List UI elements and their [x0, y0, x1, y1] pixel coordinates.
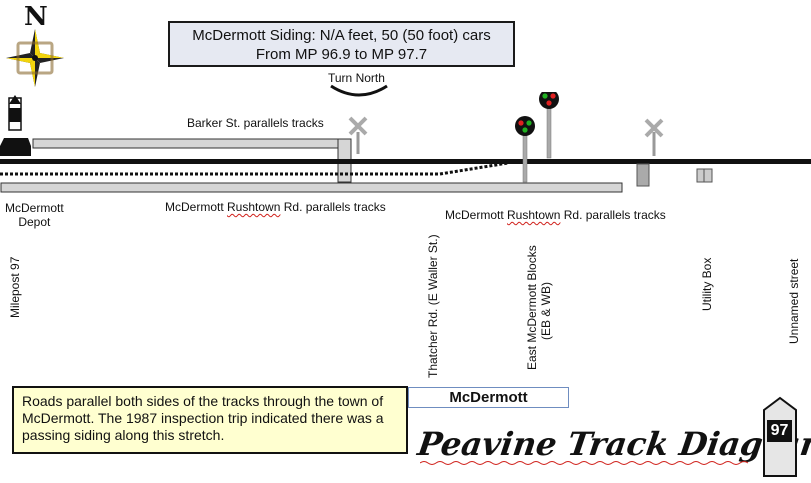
east-blocks-label: East McDermott Blocks (EB & WB)	[525, 245, 553, 370]
depot-building-icon	[0, 138, 31, 156]
turn-north-arc-icon	[330, 84, 388, 97]
utility-box-label: Utility Box	[700, 257, 714, 311]
rushtown-right-label: McDermott Rushtown Rd. parallels tracks	[445, 208, 666, 222]
crossing-sign-icon	[644, 118, 664, 156]
signal-icon	[515, 116, 535, 183]
utility-post	[636, 163, 650, 187]
compass-rose-icon	[6, 29, 64, 87]
main-track	[0, 159, 811, 164]
milepost-97-label: Milepost 97	[8, 256, 22, 318]
barker-st-label: Barker St. parallels tracks	[187, 116, 324, 130]
siding-title-box: McDermott Siding: N/A feet, 50 (50 foot)…	[168, 21, 515, 67]
compass-north-letter: N	[24, 2, 48, 32]
barker-st-road	[32, 138, 352, 149]
milepost-marker-number: 97	[767, 420, 792, 442]
rushtown-rd-road	[0, 182, 623, 193]
turn-north-label: Turn North	[328, 71, 385, 85]
town-name-box: McDermott	[408, 387, 569, 408]
crossing-sign-icon	[348, 116, 368, 154]
thatcher-rd-label: Thatcher Rd. (E Waller St.)	[426, 234, 440, 378]
siding-title-line1: McDermott Siding: N/A feet, 50 (50 foot)…	[192, 27, 491, 44]
brand-underline	[420, 461, 749, 465]
signal-icon	[539, 92, 559, 159]
unnamed-street-label: Unnamed street	[787, 258, 801, 344]
peavine-brand-title: Peavine Track Diagram	[415, 425, 811, 463]
depot-label: McDermott Depot	[5, 201, 64, 229]
history-note: Roads parallel both sides of the tracks …	[12, 386, 408, 454]
rushtown-left-label: McDermott Rushtown Rd. parallels tracks	[165, 200, 386, 214]
siding-title-line2: From MP 96.9 to MP 97.7	[255, 46, 428, 63]
track-diagram	[0, 92, 811, 193]
